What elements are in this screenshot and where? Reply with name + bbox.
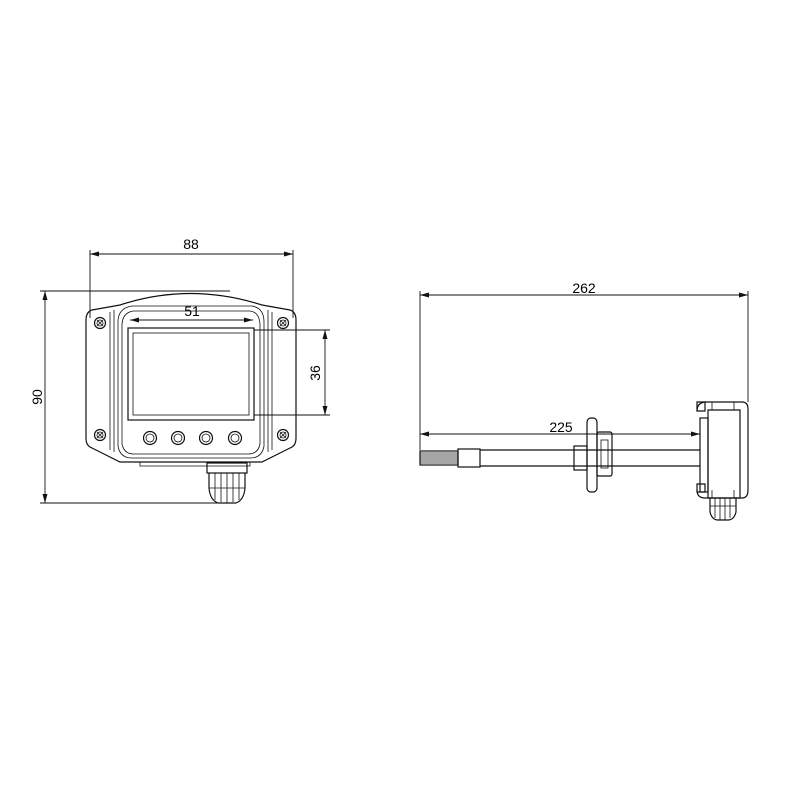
display-frame <box>127 327 255 421</box>
side-view <box>419 401 749 521</box>
dim-label-262: 262 <box>572 280 596 296</box>
screw <box>93 316 107 330</box>
sensor-filter <box>419 450 459 466</box>
mounting-flange <box>573 417 613 493</box>
button-row <box>142 430 243 446</box>
front-button <box>170 430 186 446</box>
dim-label-36: 36 <box>307 365 323 381</box>
side-housing <box>696 401 749 499</box>
dim-total-length: 262 <box>419 280 749 450</box>
dim-display-width: 51 <box>130 303 253 323</box>
front-bezel-inner <box>121 310 261 455</box>
display-screen <box>132 332 250 416</box>
front-view <box>85 292 297 504</box>
dim-front-width: 88 <box>89 236 294 318</box>
front-bezel <box>117 305 265 459</box>
front-button <box>198 430 214 446</box>
screw <box>93 428 107 442</box>
probe-tube <box>480 449 700 467</box>
front-button <box>142 430 158 446</box>
dim-label-88: 88 <box>183 236 199 252</box>
dim-label-51: 51 <box>184 303 200 319</box>
front-housing-outline <box>85 292 297 463</box>
side-cable-gland <box>709 498 737 521</box>
probe-connector <box>457 448 481 468</box>
dim-front-height: 90 <box>29 290 230 504</box>
dim-label-225: 225 <box>549 419 573 435</box>
dim-display-height: 36 <box>254 329 330 416</box>
dim-label-90: 90 <box>29 389 45 405</box>
dim-probe-length: 225 <box>420 419 700 437</box>
screw <box>276 428 290 442</box>
bottom-ledge <box>139 462 251 467</box>
front-button <box>227 430 243 446</box>
screw <box>276 316 290 330</box>
cable-gland <box>206 462 248 504</box>
